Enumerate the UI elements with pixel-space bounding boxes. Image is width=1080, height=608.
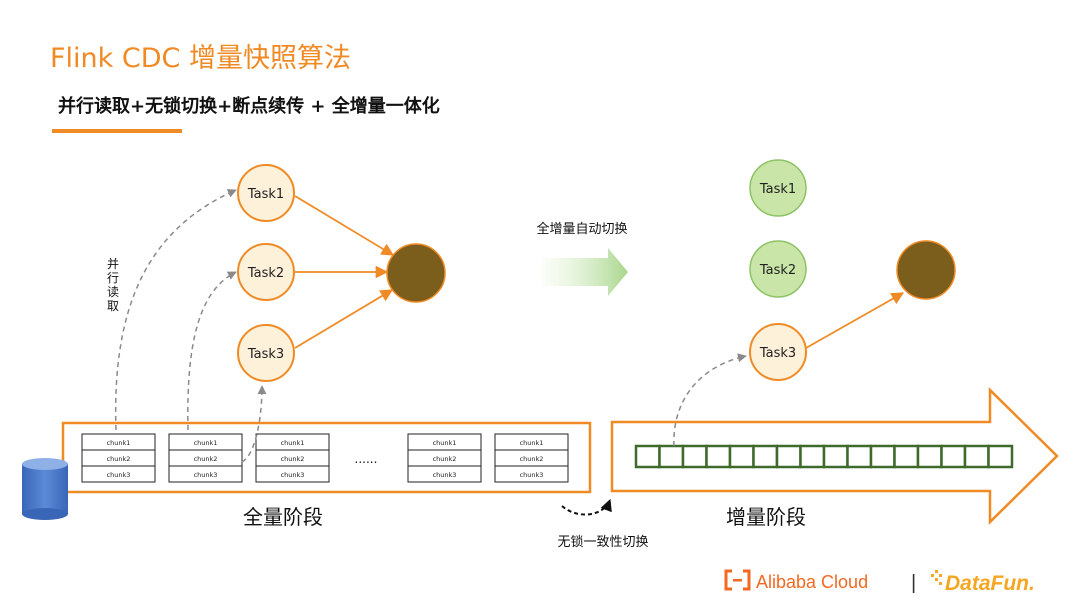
chunk-label: chunk1 bbox=[107, 439, 131, 447]
left-sink-node bbox=[386, 243, 446, 303]
chunk-group: chunk1 chunk2 chunk3 bbox=[407, 433, 482, 483]
binlog-cell bbox=[752, 444, 779, 469]
incremental-stage-label: 增量阶段 bbox=[726, 505, 806, 529]
task-label: Task3 bbox=[247, 347, 284, 362]
task-label: Task2 bbox=[247, 266, 284, 281]
binlog-cell bbox=[775, 444, 802, 469]
parallel-read-label: 并 行 读 取 bbox=[107, 257, 119, 313]
chunk-label: chunk1 bbox=[281, 439, 305, 447]
task-label: Task3 bbox=[759, 346, 796, 361]
lockless-switch-arrow bbox=[561, 498, 612, 516]
database-icon bbox=[22, 458, 68, 520]
footer-separator: | bbox=[911, 572, 916, 594]
chunk-group: chunk1 chunk2 chunk3 bbox=[81, 433, 156, 483]
lockless-switch-label: 无锁一致性切换 bbox=[557, 534, 648, 550]
datafun-text: DataFun. bbox=[945, 572, 1035, 595]
binlog-cell bbox=[916, 444, 943, 469]
left-task2: Task2 bbox=[237, 243, 295, 301]
binlog-cell bbox=[681, 444, 708, 469]
auto-switch-label: 全增量自动切换 bbox=[536, 221, 627, 237]
chunk-group: chunk1 chunk2 chunk3 bbox=[494, 433, 569, 483]
alibaba-cloud-text: Alibaba Cloud bbox=[756, 572, 868, 592]
title-underline bbox=[52, 129, 182, 133]
chunk-label: chunk1 bbox=[194, 439, 218, 447]
parallel-read-char: 取 bbox=[107, 299, 119, 313]
auto-switch-arrow bbox=[542, 248, 628, 296]
chunk-groups: chunk1chunk2chunk3chunk1chunk2chunk3chun… bbox=[81, 433, 569, 483]
chunk-cell bbox=[407, 465, 482, 483]
binlog-cell bbox=[869, 444, 896, 469]
alibaba-cloud-logo: Alibaba Cloud bbox=[724, 569, 868, 592]
chunk-ellipsis: ...... bbox=[355, 452, 378, 466]
binlog-cell bbox=[799, 444, 826, 469]
right-task2: Task2 bbox=[749, 240, 807, 298]
binlog-cell bbox=[728, 444, 755, 469]
page-title: Flink CDC 增量快照算法 bbox=[50, 43, 351, 74]
binlog-cell bbox=[658, 444, 685, 469]
chunk-label: chunk3 bbox=[433, 471, 457, 479]
binlog-cell bbox=[634, 444, 661, 469]
binlog-cell bbox=[846, 444, 873, 469]
chunk-cell bbox=[255, 465, 330, 483]
chunk-label: chunk3 bbox=[194, 471, 218, 479]
read-path-task1 bbox=[114, 189, 237, 431]
read-path-incremental bbox=[673, 353, 747, 447]
binlog-cell bbox=[963, 444, 990, 469]
parallel-read-char: 行 bbox=[107, 271, 119, 285]
task-label: Task1 bbox=[759, 182, 796, 197]
chunk-cell bbox=[168, 465, 243, 483]
chunk-label: chunk1 bbox=[433, 439, 457, 447]
right-task3-to-sink-arrow bbox=[805, 292, 905, 349]
chunk-cell bbox=[494, 465, 569, 483]
left-task3: Task3 bbox=[237, 324, 295, 382]
task-label: Task1 bbox=[247, 187, 284, 202]
binlog-cells bbox=[634, 444, 1014, 469]
read-path-task3 bbox=[241, 385, 267, 463]
chunk-group: chunk1 chunk2 chunk3 bbox=[168, 433, 243, 483]
binlog-cell bbox=[940, 444, 967, 469]
binlog-cell bbox=[705, 444, 732, 469]
left-task1: Task1 bbox=[237, 164, 295, 222]
full-stage-label: 全量阶段 bbox=[243, 505, 323, 529]
binlog-cell bbox=[822, 444, 849, 469]
read-path-task2 bbox=[187, 271, 237, 431]
parallel-read-char: 并 bbox=[107, 257, 119, 271]
chunk-label: chunk3 bbox=[281, 471, 305, 479]
parallel-read-char: 读 bbox=[107, 285, 119, 299]
chunk-label: chunk2 bbox=[520, 455, 544, 463]
chunk-label: chunk3 bbox=[520, 471, 544, 479]
datafun-logo: DataFun. bbox=[931, 570, 1035, 595]
chunk-label: chunk2 bbox=[107, 455, 131, 463]
task1-to-sink-arrow bbox=[294, 195, 395, 256]
task-label: Task2 bbox=[759, 263, 796, 278]
chunk-label: chunk2 bbox=[281, 455, 305, 463]
chunk-label: chunk1 bbox=[520, 439, 544, 447]
chunk-label: chunk2 bbox=[194, 455, 218, 463]
right-task1: Task1 bbox=[749, 159, 807, 217]
right-task3: Task3 bbox=[749, 323, 807, 381]
page-subtitle: 并行读取+无锁切换+断点续传 + 全增量一体化 bbox=[58, 96, 440, 117]
chunk-group: chunk1 chunk2 chunk3 bbox=[255, 433, 330, 483]
right-sink-node bbox=[896, 240, 956, 300]
chunk-label: chunk3 bbox=[107, 471, 131, 479]
binlog-cell bbox=[987, 444, 1014, 469]
chunk-label: chunk2 bbox=[433, 455, 457, 463]
binlog-cell bbox=[893, 444, 920, 469]
task3-to-sink-arrow bbox=[294, 289, 394, 349]
chunk-cell bbox=[81, 465, 156, 483]
